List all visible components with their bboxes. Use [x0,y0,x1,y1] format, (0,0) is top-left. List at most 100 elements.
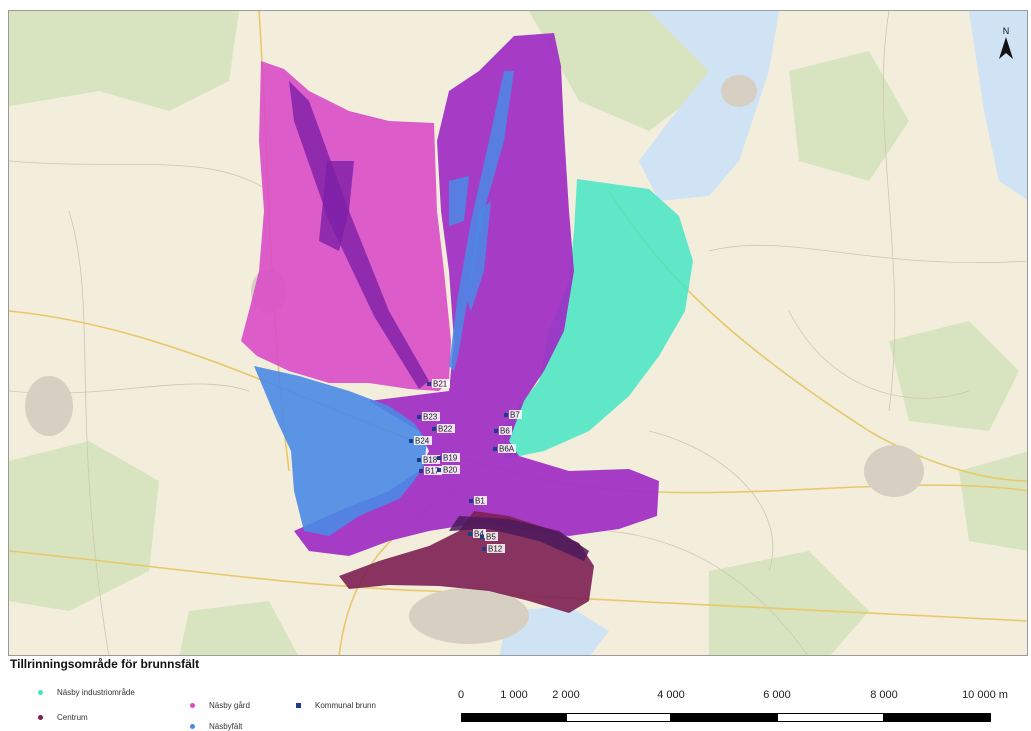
well-label: B18 [423,456,438,465]
catchment-nasbyfalt[interactable] [254,366,427,536]
well-b5[interactable]: B5 [480,532,498,542]
well-label-background [499,426,512,435]
well-marker [480,535,484,539]
well-marker [432,427,436,431]
north-arrow-icon: N [999,26,1013,59]
well-b4[interactable]: B4 [468,529,486,539]
well-label-background [432,379,450,388]
scale-tick: 6 000 [763,689,791,701]
north-label: N [1003,26,1010,36]
scale-segment [777,713,884,722]
scale-segment [514,713,566,722]
well-b12[interactable]: B12 [482,544,505,554]
well-label-background [422,412,440,421]
centrum-core [449,516,589,561]
catchment-main[interactable] [294,33,659,556]
well-label-background [485,532,498,541]
map-canvas [9,11,1027,655]
well-b7[interactable]: B7 [504,410,522,420]
well-label-background [414,436,432,445]
well-marker [493,447,497,451]
well-marker [494,429,498,433]
well-marker [437,456,441,460]
well-marker [417,415,421,419]
well-b19[interactable]: B19 [437,453,460,463]
nasbyfalt-streaks [449,71,514,371]
well-b24[interactable]: B24 [409,436,432,446]
scale-bar: 0 1 000 2 000 4 000 6 000 8 000 10 000 m [455,689,1025,725]
scale-tick: 0 [457,689,465,701]
scale-tick: 1 000 [500,689,528,701]
scale-tick: 4 000 [657,689,685,701]
catchment-nasby-industriomrade[interactable] [504,179,693,459]
well-label: B23 [423,413,438,422]
well-label-background [424,466,442,475]
legend-item-kommunal-brunn: Kommunal brunn [296,701,376,710]
legend-label: Centrum [57,713,88,722]
well-marker [504,413,508,417]
scale-segment [884,713,991,722]
well-label-background [437,424,455,433]
well-label: B20 [443,466,458,475]
well-label: B19 [443,454,458,463]
well-label-background [474,496,487,505]
well-b1[interactable]: B1 [469,496,487,506]
well-marker [482,547,486,551]
well-label: B5 [486,533,496,542]
well-b6a[interactable]: B6A [493,444,516,454]
well-b18[interactable]: B18 [417,455,440,465]
well-marker [419,469,423,473]
well-label-background [473,529,486,538]
scale-segment [671,713,777,722]
well-b20[interactable]: B20 [437,465,460,475]
well-b17[interactable]: B17 [419,466,442,476]
well-marker [417,458,421,462]
legend-label: Kommunal brunn [315,701,376,710]
well-label-background [422,455,440,464]
legend-title: Tillrinningsområde för brunnsfält [10,657,200,671]
well-marker [409,439,413,443]
well-b6[interactable]: B6 [494,426,512,436]
well-label: B24 [415,437,430,446]
well-label: B17 [425,467,440,476]
scale-segment [566,713,671,722]
scale-tick: 10 000 m [962,689,1008,701]
well-label-background [487,544,505,553]
well-label-background [442,453,460,462]
well-marker [469,499,473,503]
legend-item-centrum: Centrum [38,713,88,722]
legend-item-nasbyfalt: Näsbyfält [190,722,242,731]
legend-swatch [38,715,43,720]
well-b22[interactable]: B22 [432,424,455,434]
legend-swatch [296,703,301,708]
well-label: B7 [510,411,520,420]
scale-segment [461,713,514,722]
well-marker [437,468,441,472]
well-marker [427,382,431,386]
legend-item-nasby-industriomrade: Näsby industriområde [38,688,135,697]
legend-item-nasby-gard: Näsby gård [190,701,250,710]
legend-swatch [38,690,43,695]
scale-tick: 8 000 [870,689,898,701]
well-label-background [498,444,516,453]
minor-roads [9,11,1027,655]
well-label: B21 [433,380,448,389]
catchment-streaks [289,81,429,389]
legend-label: Näsbyfält [209,722,243,731]
scale-tick: 2 000 [552,689,580,701]
legend-swatch [190,703,195,708]
well-label: B22 [438,425,453,434]
well-label-background [509,410,522,419]
well-b23[interactable]: B23 [417,412,440,422]
well-label: B1 [475,497,485,506]
legend-label: Näsby industriområde [57,688,135,697]
well-b21[interactable]: B21 [427,379,450,389]
legend-label: Näsby gård [209,701,250,710]
well-label-background [442,465,460,474]
well-marker [468,532,472,536]
legend-swatch [190,724,195,729]
well-label: B6 [500,427,510,436]
well-label: B6A [499,445,515,454]
